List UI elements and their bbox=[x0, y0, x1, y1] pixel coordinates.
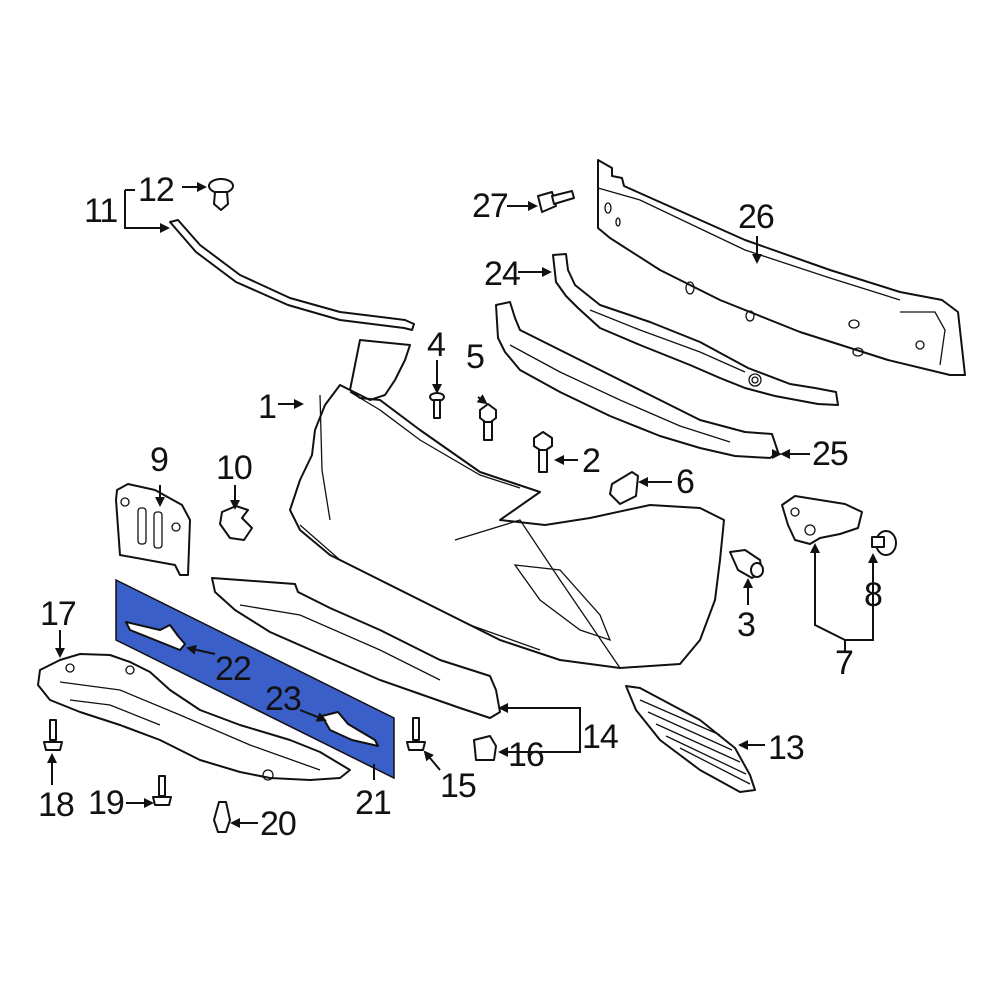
callout-11[interactable]: 11 bbox=[84, 192, 118, 230]
callout-20[interactable]: 20 bbox=[260, 805, 297, 843]
callout-13[interactable]: 13 bbox=[768, 729, 805, 767]
screw-19-part[interactable] bbox=[152, 775, 172, 806]
callout-18[interactable]: 18 bbox=[38, 786, 75, 824]
push-clip-8-part[interactable] bbox=[871, 530, 897, 556]
callout-24[interactable]: 24 bbox=[484, 255, 521, 293]
impact-bar-part[interactable] bbox=[597, 159, 966, 376]
side-bracket-part[interactable] bbox=[781, 495, 863, 545]
splash-shield-part[interactable] bbox=[37, 653, 351, 781]
molding-strip-part[interactable] bbox=[169, 219, 415, 331]
fog-grille-part[interactable] bbox=[625, 685, 756, 793]
retainer-20-part[interactable] bbox=[213, 801, 231, 833]
screw-15-part[interactable] bbox=[406, 717, 426, 751]
leader-lines bbox=[47, 187, 878, 828]
callout-9[interactable]: 9 bbox=[150, 441, 169, 479]
callout-12[interactable]: 12 bbox=[138, 171, 175, 209]
clip-16-part[interactable] bbox=[473, 735, 497, 761]
callout-15[interactable]: 15 bbox=[440, 767, 477, 805]
screw-18-part[interactable] bbox=[43, 719, 63, 751]
callout-8[interactable]: 8 bbox=[864, 576, 883, 614]
callout-22[interactable]: 22 bbox=[215, 650, 252, 688]
bumper-cover-part[interactable] bbox=[289, 339, 725, 669]
callout-19[interactable]: 19 bbox=[88, 784, 125, 822]
callout-6[interactable]: 6 bbox=[676, 463, 695, 501]
upper-absorber-part[interactable] bbox=[552, 253, 839, 406]
callout-10[interactable]: 10 bbox=[216, 449, 253, 487]
air-deflector-highlighted-part[interactable] bbox=[115, 578, 395, 780]
callout-14[interactable]: 14 bbox=[582, 718, 619, 756]
callout-23[interactable]: 23 bbox=[265, 680, 302, 718]
clip-nut-10-part[interactable] bbox=[219, 505, 253, 541]
retainer-12-part[interactable] bbox=[208, 178, 234, 211]
callout-2[interactable]: 2 bbox=[582, 442, 601, 480]
callout-16[interactable]: 16 bbox=[508, 736, 545, 774]
bolt-5-part[interactable] bbox=[479, 403, 497, 441]
license-bracket-part[interactable] bbox=[115, 483, 191, 576]
callout-4[interactable]: 4 bbox=[427, 326, 446, 364]
callout-3[interactable]: 3 bbox=[737, 606, 756, 644]
callout-17[interactable]: 17 bbox=[40, 595, 77, 633]
callout-7[interactable]: 7 bbox=[835, 644, 854, 682]
callout-26[interactable]: 26 bbox=[738, 198, 775, 236]
callout-21[interactable]: 21 bbox=[355, 784, 392, 822]
callout-27[interactable]: 27 bbox=[472, 187, 509, 225]
callout-1[interactable]: 1 bbox=[258, 388, 277, 426]
bolt-2-part[interactable] bbox=[533, 431, 553, 473]
callout-25[interactable]: 25 bbox=[812, 435, 849, 473]
callout-5[interactable]: 5 bbox=[466, 338, 485, 376]
pin-4-part[interactable] bbox=[429, 392, 445, 419]
bolt-27-part[interactable] bbox=[537, 190, 575, 213]
retainer-6-part[interactable] bbox=[609, 471, 639, 505]
clip-3-part[interactable] bbox=[729, 549, 764, 579]
